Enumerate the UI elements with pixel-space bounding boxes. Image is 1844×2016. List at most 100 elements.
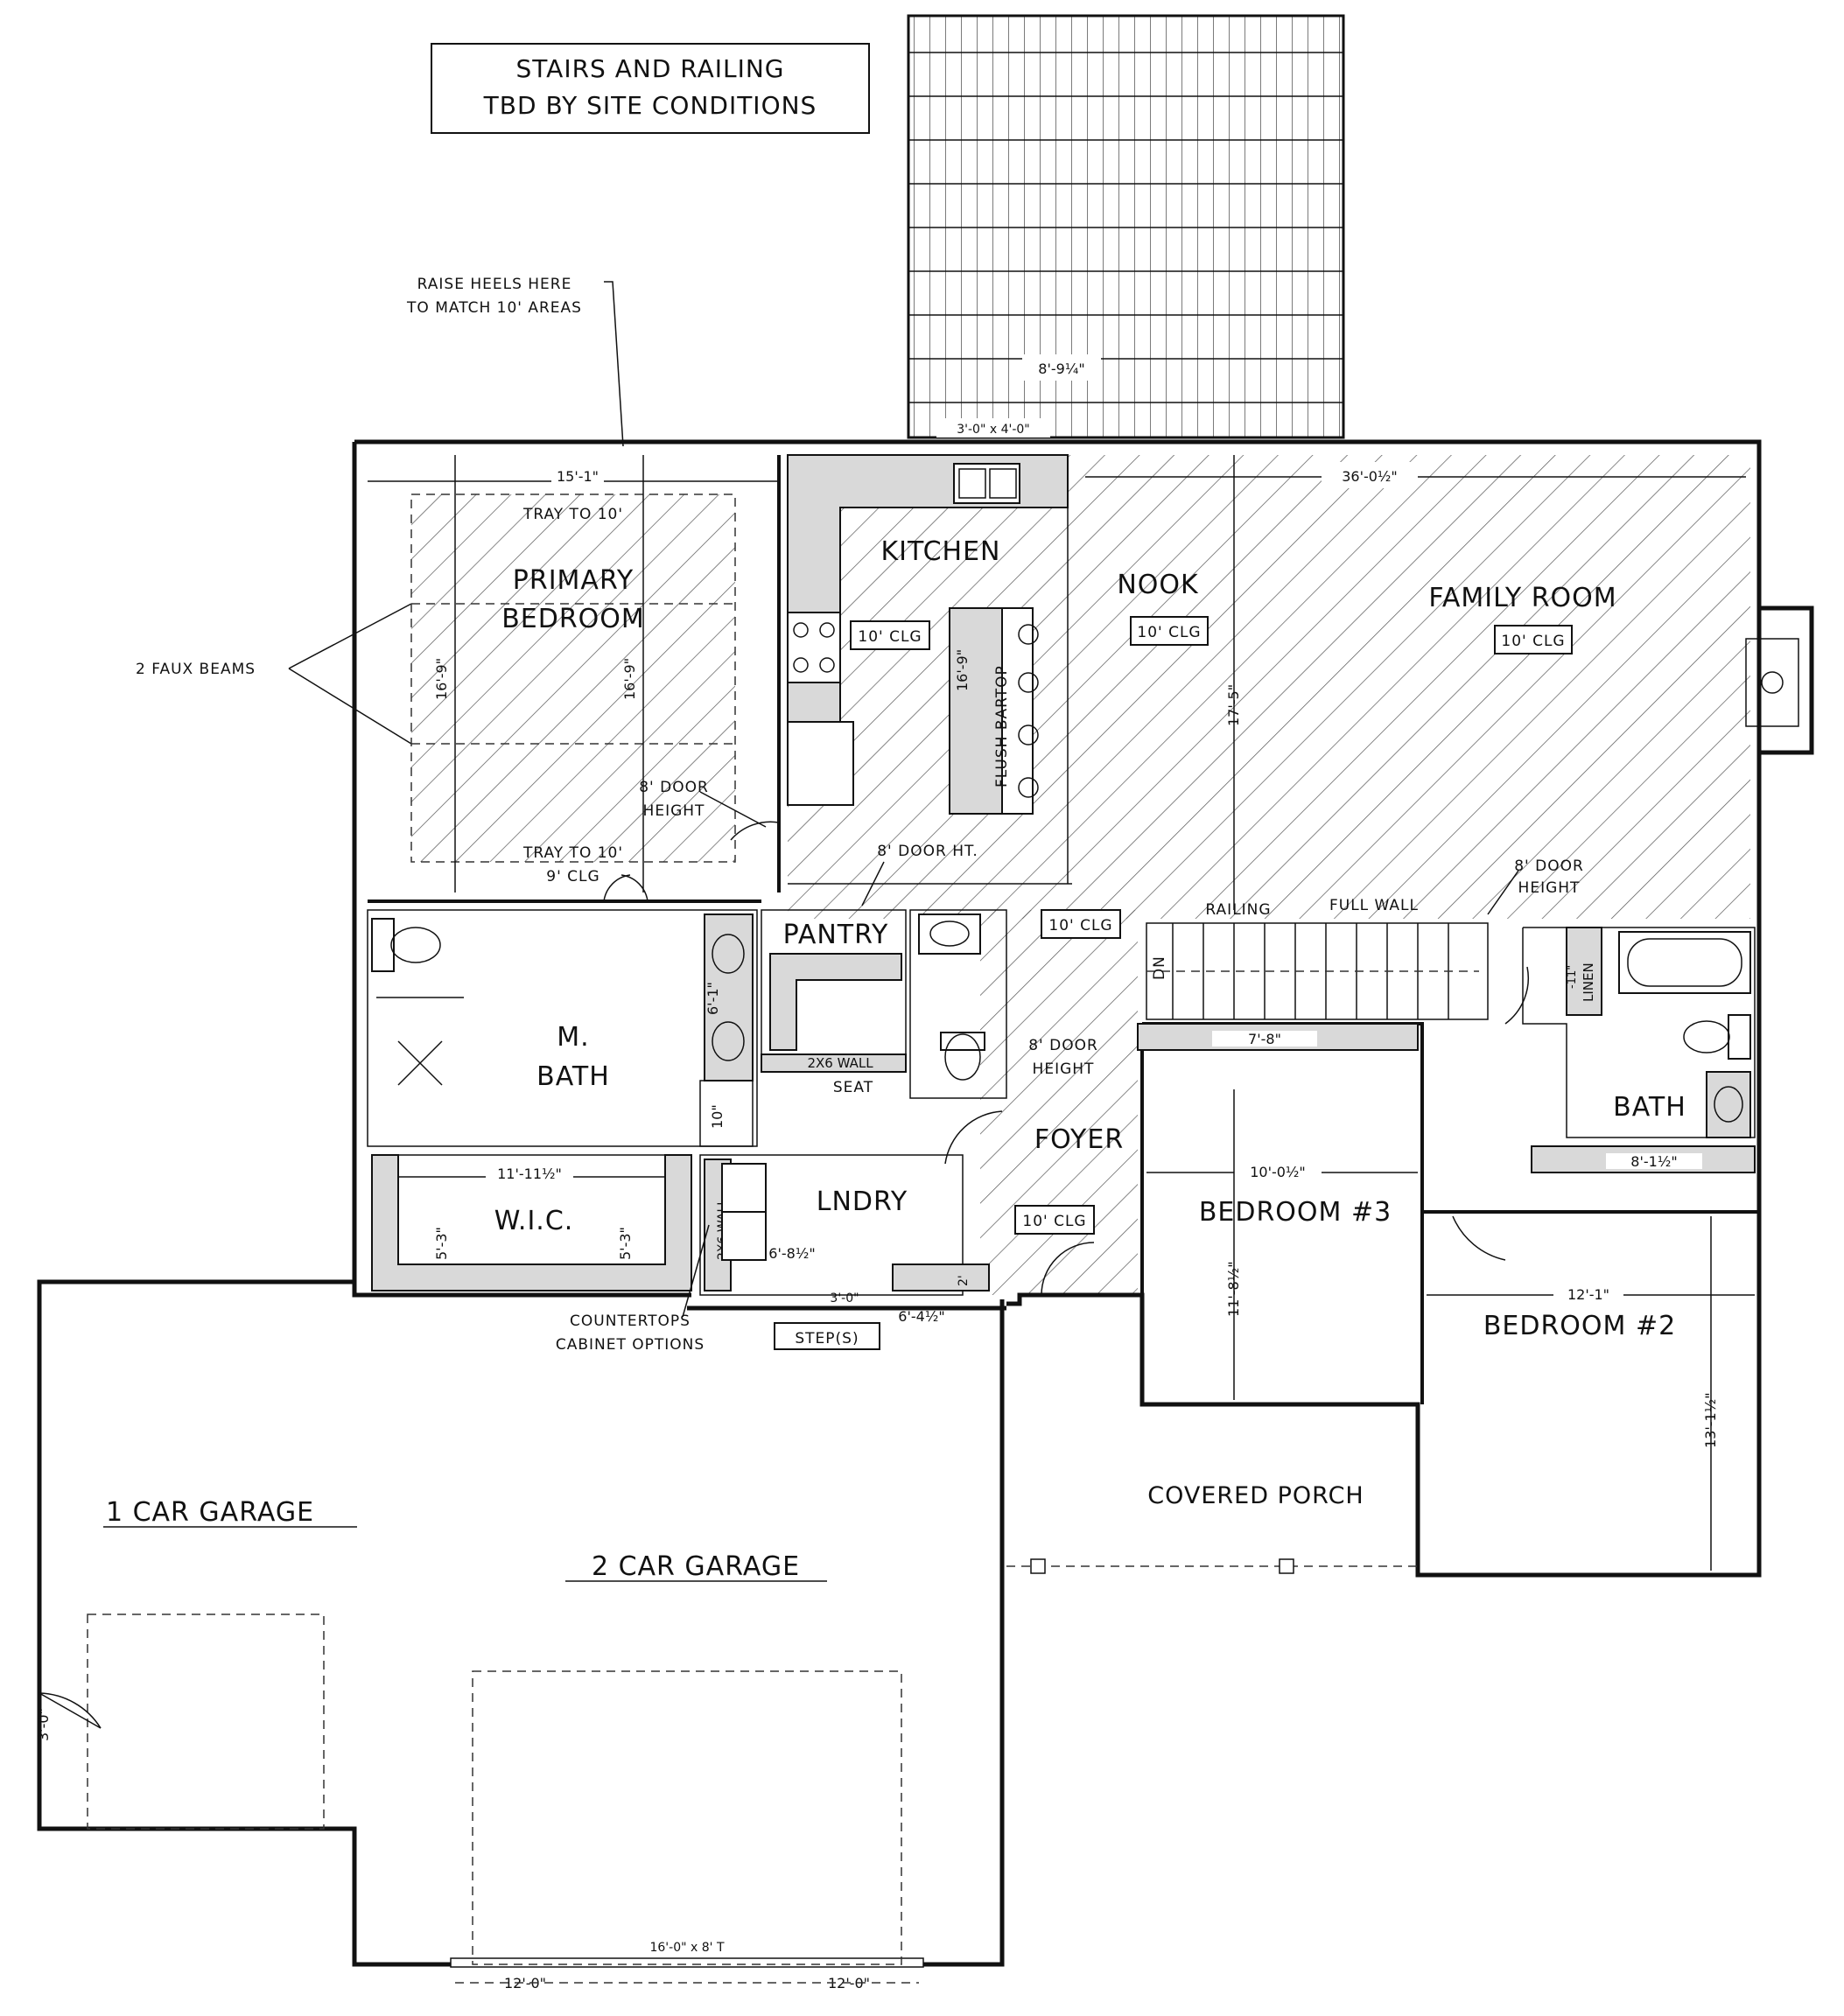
deck-width-dim: 8'-9¼"	[1038, 360, 1084, 377]
laundry-door-dim: 3'-0"	[830, 1292, 859, 1306]
great-room-hatch	[788, 455, 1750, 919]
linen-closet	[1566, 927, 1602, 1016]
pantry-label: PANTRY	[783, 920, 889, 950]
wic-depth-a: 5'-3"	[433, 1227, 450, 1260]
front-door-swing	[1041, 1242, 1095, 1296]
m-bath-vanity-dim: 6'-1"	[705, 982, 721, 1015]
bath-door-height-1: 8' DOOR	[1028, 1037, 1098, 1054]
covered-porch-label: COVERED PORCH	[1147, 1482, 1364, 1509]
nine-clg-label: 9' CLG	[546, 868, 599, 886]
family-clg-box	[1494, 625, 1573, 654]
bath-vanity	[1706, 1071, 1751, 1138]
bedroom2-label: BEDROOM #2	[1483, 1311, 1676, 1341]
main-wall-west	[352, 442, 368, 1298]
primary-door-height-2: HEIGHT	[643, 802, 705, 820]
laundry-width-dim: 6'-8½"	[768, 1245, 815, 1262]
full-wall-label: FULL WALL	[1329, 897, 1419, 914]
primary-bedroom: 15'-1" TRAY TO 10' TRAY TO 10' 9' CLG PR…	[368, 455, 781, 903]
m-bath-toilet	[390, 927, 441, 963]
primary-depth-b: 16'-9"	[621, 658, 638, 700]
kitchen-label: KITCHEN	[881, 536, 1001, 567]
faux-beams-note: 2 FAUX BEAMS	[136, 603, 412, 745]
dryer	[721, 1211, 767, 1261]
seat-label: SEAT	[833, 1079, 873, 1096]
main-wall-north-east	[354, 439, 1762, 1578]
kitchen-sink	[953, 463, 1020, 504]
primary-tray-hatch	[411, 494, 735, 862]
overall-right-dim: 36'-0½"	[1342, 468, 1398, 485]
laundry: 2X6 WALL LNDRY 6'-8½" 3'-0" 2' 6'-4½" ST…	[556, 1154, 990, 1354]
countertops-line2: CABINET OPTIONS	[556, 1336, 705, 1354]
family-clg: 10' CLG	[1501, 633, 1565, 650]
master-bath: 6'-1" M. BATH 10"	[367, 909, 758, 1147]
primary-bedroom-label-1: PRIMARY	[513, 565, 634, 596]
raise-heels-line2: TO MATCH 10' AREAS	[406, 299, 582, 317]
deck-boards	[907, 14, 1345, 439]
stairs-note: STAIRS AND RAILING TBD BY SITE CONDITION…	[431, 43, 870, 134]
stairs: RAILING FULL WALL DN	[1146, 897, 1489, 1020]
foyer-clg-box	[1014, 1205, 1095, 1235]
nook-label: NOOK	[1117, 570, 1199, 600]
flush-bartop	[1001, 607, 1034, 815]
pantry-area: PANTRY 8' DOOR HEIGHT 2X6 WALL SEAT	[761, 909, 1098, 1099]
hall-bath: LINEN -11" BATH	[1504, 927, 1756, 1138]
foyer-hatch	[980, 910, 1138, 1295]
nook-depth-dim: 17'-5"	[1225, 684, 1242, 726]
countertops-line1: COUNTERTOPS	[570, 1312, 691, 1330]
ten-inch-dim: 10"	[709, 1104, 726, 1129]
tray-outline	[410, 494, 736, 863]
foyer: FOYER 10' CLG	[944, 1110, 1124, 1296]
deck-joists	[908, 52, 1343, 403]
linen-label: LINEN	[1581, 962, 1596, 1002]
kitchen-clg: 10' CLG	[858, 628, 922, 646]
bed3-depth-dim: 11'-8½"	[1225, 1261, 1242, 1317]
deck-door-dim: 3'-0" x 4'-0"	[957, 423, 1030, 437]
bedroom-2: 8'-1½" 12'-1" BEDROOM #2 13'-1½"	[1422, 1145, 1759, 1571]
two-ft-dim: 2'	[957, 1275, 971, 1286]
hall-width-dim: 6'-4½"	[898, 1308, 944, 1325]
bed3-width-dim: 10'-0½"	[1250, 1164, 1306, 1180]
stairs-note-line1: STAIRS AND RAILING	[515, 54, 784, 83]
bedroom3-label: BEDROOM #3	[1199, 1197, 1392, 1228]
bath-label: BATH	[1613, 1092, 1686, 1123]
closet3-dim: 7'-8"	[1248, 1031, 1281, 1047]
foyer-clg: 10' CLG	[1022, 1213, 1086, 1230]
door-ht-label: 8' DOOR HT.	[877, 843, 978, 860]
laundry-label: LNDRY	[817, 1186, 908, 1217]
wall-2x6-label: 2X6 WALL	[807, 1055, 873, 1071]
bed2-width-dim: 12'-1"	[1567, 1286, 1609, 1303]
bath-toilet	[1683, 1020, 1730, 1054]
faux-beams-leader-2	[288, 668, 412, 745]
primary-double-door	[603, 874, 649, 902]
nook-family: NOOK 10' CLG FAMILY ROOM 10' CLG 36'-0½"…	[1041, 455, 1746, 939]
wic-shelving	[371, 1154, 692, 1292]
powder-toilet	[944, 1033, 981, 1081]
hall-clg: 10' CLG	[1048, 917, 1112, 934]
dn-label: DN	[1151, 956, 1168, 980]
bedroom-3: 7'-8" 10'-0½" BEDROOM #3 11'-8½"	[1137, 1022, 1424, 1404]
exterior-walls	[352, 439, 1814, 1578]
pantry-shelves	[769, 953, 902, 1051]
nook-clg: 10' CLG	[1137, 624, 1201, 641]
kitchen: FLUSH BARTOP 16'-9" KITCHEN 10' CLG 8' D…	[787, 454, 1072, 906]
step-box	[774, 1322, 880, 1350]
garage-door-opening	[450, 1957, 924, 1968]
raise-heels-line1: RAISE HEELS HERE	[417, 276, 572, 293]
flush-bartop-label: FLUSH BARTOP	[993, 665, 1011, 788]
raise-heels-note: RAISE HEELS HERE TO MATCH 10' AREAS	[406, 276, 624, 447]
side-door-dim: 3'-0"	[35, 1708, 52, 1741]
powder-room	[909, 909, 1007, 1099]
m-bath-outline	[367, 909, 758, 1147]
fireplace-bump	[1759, 606, 1814, 755]
foyer-label: FOYER	[1034, 1124, 1124, 1155]
primary-width-dim: 15'-1"	[557, 468, 599, 485]
island-dim: 16'-9"	[954, 649, 971, 691]
hall-clg-box	[1041, 909, 1121, 939]
garage-wall-east	[923, 1299, 1005, 1967]
garage2-label: 2 CAR GARAGE	[592, 1551, 800, 1582]
garage2-car-outline	[472, 1670, 902, 1965]
stairs-note-line2: TBD BY SITE CONDITIONS	[483, 91, 817, 120]
rear-deck: 8'-9¼" 3'-0" x 4'-0"	[907, 14, 1345, 439]
closet2-dim: 8'-1½"	[1630, 1153, 1677, 1170]
